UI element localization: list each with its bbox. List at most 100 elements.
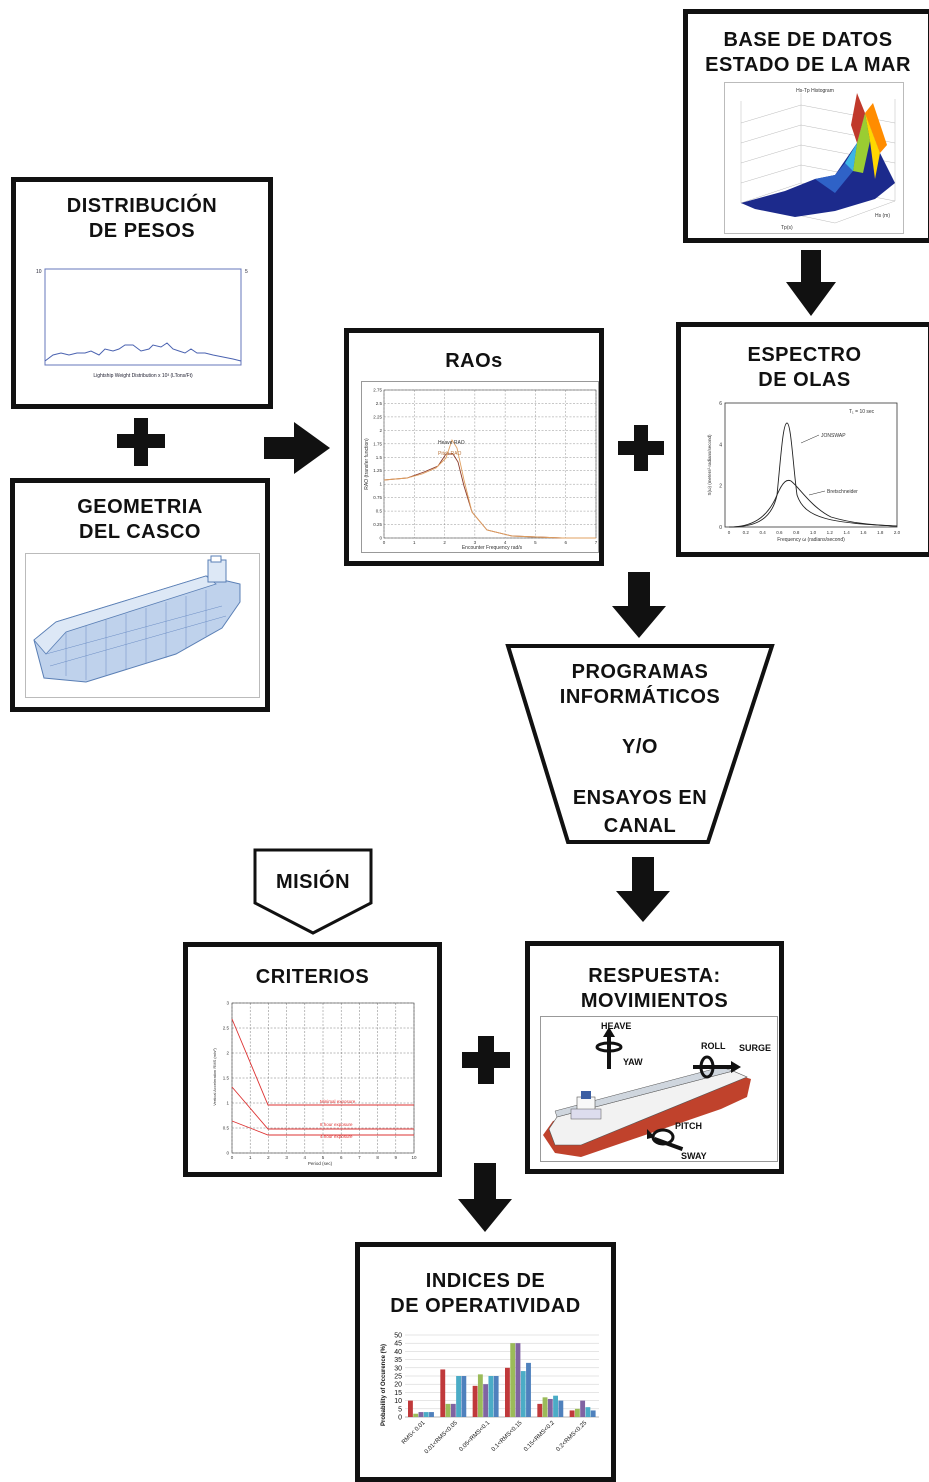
title-line: ENSAYOS EN (572, 787, 708, 809)
spectrum-note: T₁ = 10 sec (849, 409, 875, 415)
y-tick-label: 0 (379, 536, 382, 541)
y-tick-label: 20 (394, 1382, 402, 1389)
bar (413, 1413, 419, 1417)
plus-icon (462, 1036, 510, 1084)
y-tick-label: 0.5 (376, 509, 383, 514)
title-line: ESPECTRO (747, 344, 862, 366)
title-line: MOVIMIENTOS (580, 990, 729, 1012)
hs-tp-histogram: Hs-Tp Histogram Tp(s) Hs (m) (724, 82, 904, 234)
criteria-chart: Minimal exposure 8 hour exposure 4 hour … (208, 997, 426, 1169)
x-tick-label: 2 (443, 540, 446, 545)
bar (585, 1407, 591, 1417)
arrow-down-icon (612, 572, 666, 638)
bar (461, 1376, 467, 1417)
bar (574, 1408, 580, 1417)
bar (526, 1362, 531, 1417)
node-base-datos: BASE DE DATOS ESTADO DE LA MAR Hs-Tp His… (683, 9, 929, 243)
node-respuesta-movimientos: RESPUESTA: MOVIMIENTOS HEAVE YAW (525, 941, 784, 1174)
y-tick-label: 25 (394, 1374, 402, 1381)
x-tick-label: 4 (304, 1155, 307, 1160)
y-tick-label: 45 (394, 1341, 402, 1348)
y-tick-label: 2 (379, 428, 382, 433)
legend-pitch: Pitch RAO (438, 451, 461, 457)
wave-spectrum-chart: T₁ = 10 sec JONSWAP Bretschneider Freque… (701, 395, 901, 543)
y-tick-label: 1.5 (376, 455, 383, 460)
bar (477, 1374, 483, 1417)
criterion-label: 4 hour exposure (320, 1134, 353, 1139)
motion-label-surge: SURGE (739, 1043, 771, 1053)
indices-title: INDICES DE DE OPERATIVIDAD (360, 1269, 611, 1319)
geometria-title: GEOMETRIA DEL CASCO (15, 495, 265, 545)
title-line: DE OLAS (758, 369, 851, 391)
y-tick-label: 0.5 (223, 1126, 230, 1131)
espectro-title: ESPECTRO DE OLAS (681, 343, 928, 393)
programas-trapezoid (505, 644, 775, 844)
base-datos-title: BASE DE DATOS ESTADO DE LA MAR (688, 28, 928, 78)
criterion-label: 8 hour exposure (320, 1122, 353, 1127)
bar (429, 1412, 434, 1417)
y-tick-label: 5 (398, 1406, 402, 1413)
category-label: 0.2<RMS<0.25 (555, 1420, 588, 1453)
x-axis-label: Tp(s) (781, 225, 793, 231)
x-tick-label: 2 (267, 1155, 270, 1160)
title-line: PROGRAMAS (571, 661, 709, 683)
x-axis-label: Period (sec) (308, 1161, 333, 1166)
x-tick-label: 1 (413, 540, 416, 545)
x-tick-label: 0.4 (759, 530, 766, 535)
programas-ensayos: ENSAYOS EN CANAL (540, 784, 740, 840)
bar (515, 1343, 521, 1417)
criterios-title: CRITERIOS (188, 965, 437, 990)
node-criterios: CRITERIOS Minimal exposure 8 hour exposu… (183, 942, 442, 1177)
arrow-right-icon (264, 422, 330, 474)
x-axis-label: Encounter Frequency rad/s (462, 545, 523, 551)
node-geometria-casco: GEOMETRIA DEL CASCO (10, 478, 270, 712)
y-tick-label: 0 (226, 1151, 229, 1156)
y-tick-label: 50 (394, 1333, 402, 1340)
legend-heave: Heave RAO (438, 440, 465, 446)
x-axis-label: Frequency ω (radians/second) (777, 537, 845, 543)
motion-label-heave: HEAVE (601, 1021, 631, 1031)
bar (580, 1400, 586, 1417)
plus-icon (117, 418, 165, 466)
y-tick-label: 1 (226, 1101, 229, 1106)
bar (542, 1397, 548, 1417)
title-line: CRITERIOS (255, 966, 370, 988)
x-tick-label: 10 (411, 1155, 417, 1160)
category-label: 0.1<RMS<0.15 (491, 1420, 524, 1453)
x-tick-label: 1.0 (810, 530, 817, 535)
y-tick-label: 2 (719, 484, 722, 490)
y-tick-label: 2.5 (376, 401, 383, 406)
x-tick-label: 1.8 (877, 530, 884, 535)
y-tick-label: 0 (719, 525, 722, 531)
respuesta-title: RESPUESTA: MOVIMIENTOS (530, 964, 779, 1014)
programas-title: PROGRAMAS INFORMÁTICOS (528, 660, 752, 710)
x-tick-label: 0 (383, 540, 386, 545)
bar (558, 1400, 564, 1417)
arrow-down-icon (458, 1163, 512, 1232)
bar (510, 1343, 516, 1417)
x-tick-label: 2.0 (894, 530, 901, 535)
curve-label-bretschneider: Bretschneider (827, 489, 858, 495)
mision-pentagon (253, 848, 373, 935)
distribucion-title: DISTRIBUCIÓN DE PESOS (16, 194, 268, 244)
y-tick-label: 1.25 (373, 468, 382, 473)
x-tick-label: 6 (564, 540, 567, 545)
bar (408, 1400, 413, 1417)
x-tick-label: 1.6 (860, 530, 867, 535)
title-line: RAOs (445, 350, 503, 372)
x-tick-label: 0 (728, 530, 731, 535)
title-line: CANAL (603, 815, 677, 837)
node-espectro-olas: ESPECTRO DE OLAS T₁ = 10 sec JONSWAP Bre… (676, 322, 929, 557)
y-axis-label: S(ω) (meters²·radians/second) (707, 434, 712, 496)
motion-label-pitch: PITCH (675, 1121, 702, 1131)
y-tick-label: 4 (719, 442, 722, 448)
y-tick-label: 6 (719, 401, 722, 407)
y-tick-label: 10 (394, 1398, 402, 1405)
title-line: Y/O (622, 736, 658, 758)
ship-motions-image: HEAVE YAW ROLL SURGE PITCH SWAY (540, 1016, 778, 1162)
title-line: DE PESOS (88, 220, 196, 242)
category-label: 0.15<RMS<0.2 (523, 1420, 556, 1453)
y-tick-label: 30 (394, 1365, 402, 1372)
